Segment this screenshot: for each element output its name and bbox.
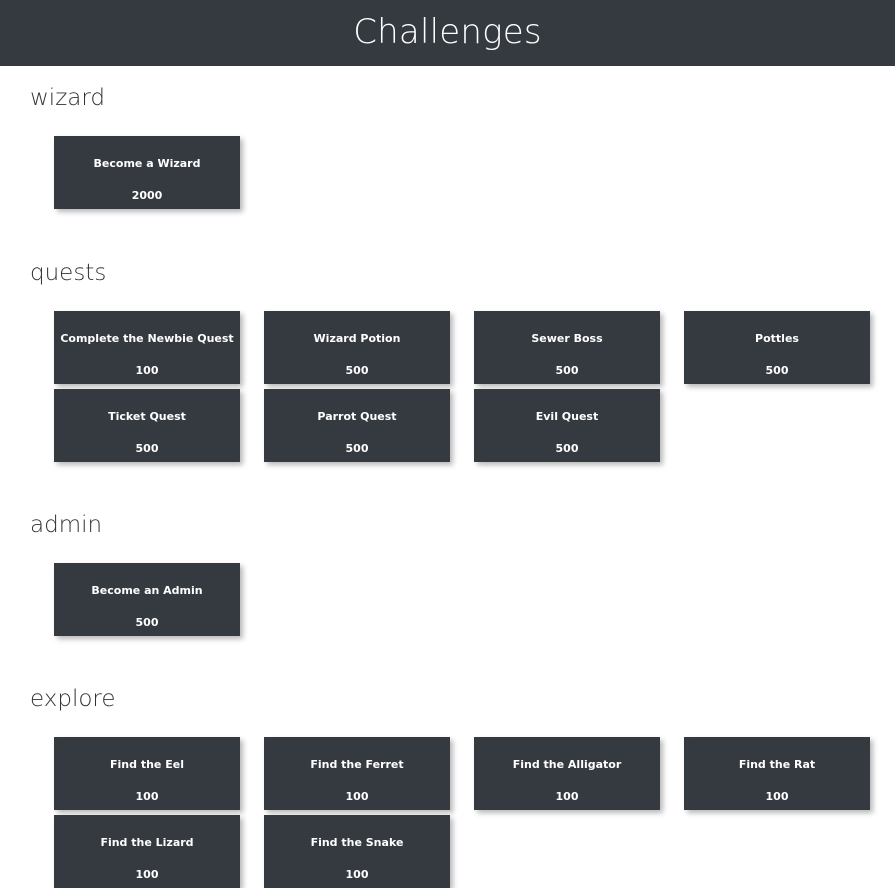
challenge-card-value: 500 <box>345 442 369 455</box>
challenge-card-title: Wizard Potion <box>313 332 401 345</box>
section-heading-wizard: wizard <box>30 85 106 111</box>
challenge-card[interactable]: Find the Rat 100 <box>684 737 870 810</box>
card-grid-admin: Become an Admin 500 <box>0 563 895 636</box>
challenge-card[interactable]: Become an Admin 500 <box>54 563 240 636</box>
challenge-card-value: 500 <box>555 364 579 377</box>
challenge-card-value: 100 <box>135 868 159 881</box>
challenge-card-value: 100 <box>765 790 789 803</box>
app-header: Challenges <box>0 0 895 66</box>
section-heading-quests: quests <box>30 260 107 286</box>
challenge-card-value: 100 <box>345 868 369 881</box>
card-grid-explore: Find the Eel 100 Find the Ferret 100 Fin… <box>0 737 895 888</box>
section-explore: explore Find the Eel 100 Find the Ferret… <box>0 688 895 888</box>
challenge-card-title: Find the Alligator <box>512 758 622 771</box>
challenge-card[interactable]: Become a Wizard 2000 <box>54 136 240 209</box>
challenge-card[interactable]: Complete the Newbie Quest 100 <box>54 311 240 384</box>
section-quests: quests Complete the Newbie Quest 100 Wiz… <box>0 262 895 462</box>
challenge-card[interactable]: Find the Alligator 100 <box>474 737 660 810</box>
challenge-card-title: Find the Rat <box>738 758 816 771</box>
challenge-card-title: Find the Ferret <box>310 758 404 771</box>
challenge-card-title: Sewer Boss <box>531 332 603 345</box>
challenge-card-title: Evil Quest <box>535 410 599 423</box>
challenge-card-title: Become a Wizard <box>93 157 201 170</box>
card-grid-quests: Complete the Newbie Quest 100 Wizard Pot… <box>0 311 895 462</box>
challenge-card-value: 100 <box>555 790 579 803</box>
challenge-card[interactable]: Find the Eel 100 <box>54 737 240 810</box>
challenge-card-title: Become an Admin <box>91 584 203 597</box>
challenge-card-title: Ticket Quest <box>108 410 186 423</box>
section-admin: admin Become an Admin 500 <box>0 514 895 636</box>
challenge-card-value: 500 <box>135 442 159 455</box>
challenge-card[interactable]: Sewer Boss 500 <box>474 311 660 384</box>
challenge-card-value: 2000 <box>131 189 163 202</box>
challenge-card-value: 100 <box>135 364 159 377</box>
challenge-card[interactable]: Ticket Quest 500 <box>54 389 240 462</box>
challenge-card-value: 500 <box>765 364 789 377</box>
challenge-card-value: 500 <box>345 364 369 377</box>
challenges-body: wizard Become a Wizard 2000 quests Compl… <box>0 87 895 888</box>
challenge-card-title: Pottles <box>755 332 799 345</box>
challenge-card-title: Find the Snake <box>310 836 404 849</box>
challenge-card-title: Find the Lizard <box>100 836 194 849</box>
challenge-card[interactable]: Wizard Potion 500 <box>264 311 450 384</box>
section-heading-admin: admin <box>30 512 103 538</box>
page-title: Challenges <box>353 12 542 52</box>
challenge-card[interactable]: Find the Ferret 100 <box>264 737 450 810</box>
challenge-card-title: Complete the Newbie Quest <box>60 332 234 345</box>
challenge-card[interactable]: Pottles 500 <box>684 311 870 384</box>
card-grid-wizard: Become a Wizard 2000 <box>0 136 895 209</box>
challenge-card[interactable]: Parrot Quest 500 <box>264 389 450 462</box>
challenge-card[interactable]: Find the Snake 100 <box>264 815 450 888</box>
challenge-card-value: 100 <box>345 790 369 803</box>
section-heading-explore: explore <box>30 686 116 712</box>
challenge-card[interactable]: Evil Quest 500 <box>474 389 660 462</box>
challenge-card-title: Find the Eel <box>110 758 184 771</box>
challenge-card-title: Parrot Quest <box>317 410 397 423</box>
challenge-card[interactable]: Find the Lizard 100 <box>54 815 240 888</box>
challenge-card-value: 500 <box>555 442 579 455</box>
challenge-card-value: 100 <box>135 790 159 803</box>
challenge-card-value: 500 <box>135 616 159 629</box>
section-wizard: wizard Become a Wizard 2000 <box>0 87 895 209</box>
